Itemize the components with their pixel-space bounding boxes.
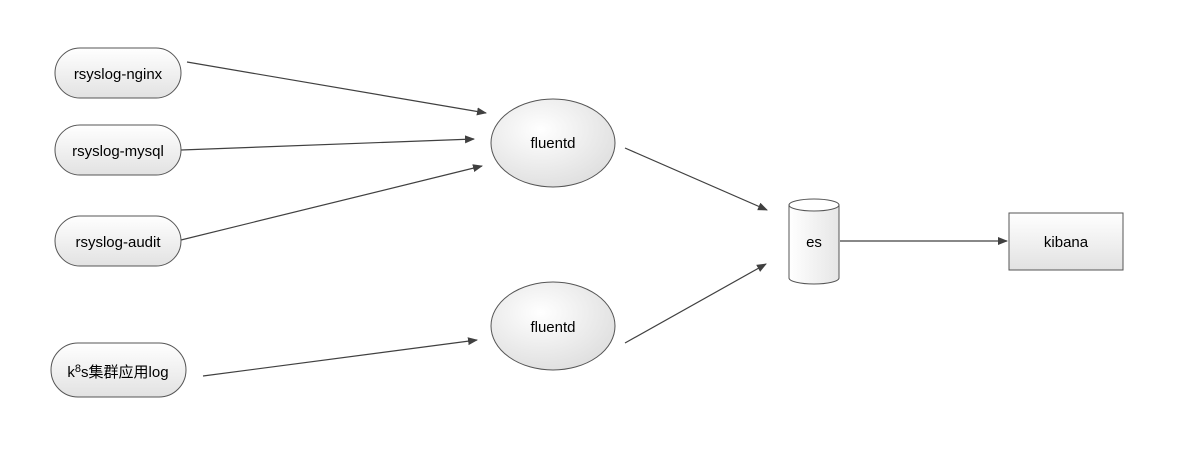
- label-superscript: 8: [75, 363, 81, 375]
- node-rsyslog-mysql: rsyslog-mysql: [54, 124, 182, 176]
- label-prefix: k: [67, 364, 75, 381]
- node-label: fluentd: [530, 319, 575, 336]
- edges: [180, 61, 1008, 377]
- node-fluentd-top: fluentd: [490, 98, 616, 188]
- node-label: rsyslog-audit: [75, 234, 161, 251]
- edge-mysql-to-fluentd: [180, 135, 475, 151]
- edge-fluentd-top-to-es: [624, 147, 768, 211]
- edge-k8s-to-fluentd: [202, 337, 478, 377]
- node-label: es: [806, 234, 822, 251]
- edge-fluentd-bottom-to-es: [624, 263, 767, 344]
- node-k8s-app-log: k8s集群应用log: [50, 342, 187, 398]
- node-label: fluentd: [530, 135, 575, 152]
- node-es-cylinder: es: [788, 198, 840, 285]
- node-rsyslog-audit: rsyslog-audit: [54, 215, 182, 267]
- node-label: kibana: [1044, 234, 1089, 251]
- node-kibana: kibana: [1008, 212, 1124, 271]
- node-label: rsyslog-nginx: [74, 66, 163, 83]
- node-fluentd-bottom: fluentd: [490, 281, 616, 371]
- label-suffix: s集群应用log: [81, 363, 169, 381]
- edge-nginx-to-fluentd: [186, 61, 487, 116]
- node-label: rsyslog-mysql: [72, 143, 164, 160]
- edge-audit-to-fluentd: [180, 164, 483, 241]
- node-rsyslog-nginx: rsyslog-nginx: [54, 47, 182, 99]
- node-label: k8s集群应用log: [67, 363, 168, 381]
